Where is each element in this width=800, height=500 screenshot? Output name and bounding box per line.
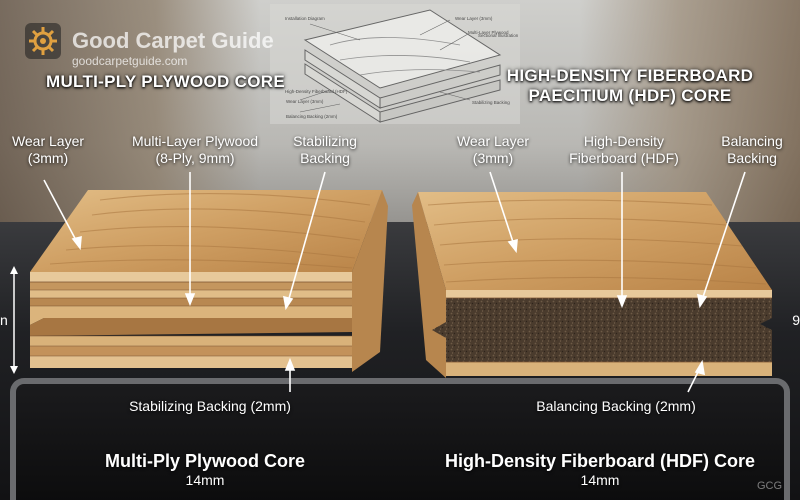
installation-diagram-sketch: Installation Diagram Wear Layer (3mm) We… xyxy=(270,4,520,124)
hdf-balancing-backing xyxy=(446,362,772,376)
left-core-label: Multi-Layer Plywood (8-Ply, 9mm) xyxy=(110,133,280,167)
brand-url[interactable]: goodcarpetguide.com xyxy=(72,54,187,68)
right-bottom-caption: High-Density Fiberboard (HDF) Core 14mm xyxy=(420,450,780,489)
plywood-plank xyxy=(30,190,388,372)
left-wear-layer-line-1: Wear Layer xyxy=(0,133,96,150)
left-bottom-caption: Multi-Ply Plywood Core 14mm xyxy=(60,450,350,489)
left-bottom-backing-label: Stabilizing Backing (2mm) xyxy=(110,398,310,415)
left-heading: MULTI-PLY PLYWOOD CORE xyxy=(46,72,285,92)
right-bottom-title: High-Density Fiberboard (HDF) Core xyxy=(420,450,780,472)
diagram-label-3: Wear Layer (3mm) xyxy=(286,99,324,104)
right-core-label: High-Density Fiberboard (HDF) xyxy=(560,133,688,167)
hdf-wear-layer xyxy=(446,290,772,298)
plywood-stabilizing-backing xyxy=(30,356,352,368)
right-wear-layer-line-2: (3mm) xyxy=(440,150,546,167)
watermark: GCG xyxy=(757,480,782,492)
left-thickness-marker xyxy=(10,266,18,374)
right-wear-layer-label: Wear Layer (3mm) xyxy=(440,133,546,167)
left-wear-layer-label: Wear Layer (3mm) xyxy=(0,133,96,167)
left-core-line-1: Multi-Layer Plywood xyxy=(110,133,280,150)
left-wear-layer-line-2: (3mm) xyxy=(0,150,96,167)
right-heading-line-2: PAECITIUM (HDF) CORE xyxy=(480,86,780,106)
right-bottom-backing-label: Balancing Backing (2mm) xyxy=(512,398,720,415)
right-backing-label: Balancing Backing xyxy=(708,133,796,167)
plywood-wear-layer xyxy=(30,272,352,282)
plywood-top-surface xyxy=(30,190,382,272)
right-bottom-thickness: 14mm xyxy=(420,472,780,489)
diagram-label-1: Installation Diagram xyxy=(285,16,325,21)
brand-name: Good Carpet Guide xyxy=(72,28,274,54)
diagram-label-4: High-Density Fiberboard (HDF) xyxy=(285,89,348,94)
diagram-label-5: Balancing Backing (2mm) xyxy=(286,114,338,119)
gear-icon xyxy=(24,22,62,60)
right-backing-line-2: Backing xyxy=(708,150,796,167)
hdf-core xyxy=(432,298,772,362)
left-bottom-title: Multi-Ply Plywood Core xyxy=(60,450,350,472)
left-backing-line-1: Stabilizing xyxy=(280,133,370,150)
left-backing-label: Stabilizing Backing xyxy=(280,133,370,167)
right-heading: HIGH-DENSITY FIBERBOARD PAECITIUM (HDF) … xyxy=(480,66,780,106)
right-core-line-2: Fiberboard (HDF) xyxy=(560,150,688,167)
left-bottom-thickness: 14mm xyxy=(60,472,350,489)
left-backing-line-2: Backing xyxy=(280,150,370,167)
right-heading-line-1: HIGH-DENSITY FIBERBOARD xyxy=(480,66,780,86)
right-edge-text: 9 xyxy=(792,312,800,328)
hdf-plank xyxy=(412,192,772,378)
right-core-line-1: High-Density xyxy=(560,133,688,150)
diagram-label-2: Wear Layer (3mm) xyxy=(455,16,493,21)
right-wear-layer-line-1: Wear Layer xyxy=(440,133,546,150)
right-backing-line-1: Balancing xyxy=(708,133,796,150)
left-edge-text: n xyxy=(0,312,8,328)
hdf-top-surface xyxy=(418,192,772,290)
diagram-label-8: Sectional Illustration xyxy=(478,33,519,38)
left-core-line-2: (8-Ply, 9mm) xyxy=(110,150,280,167)
